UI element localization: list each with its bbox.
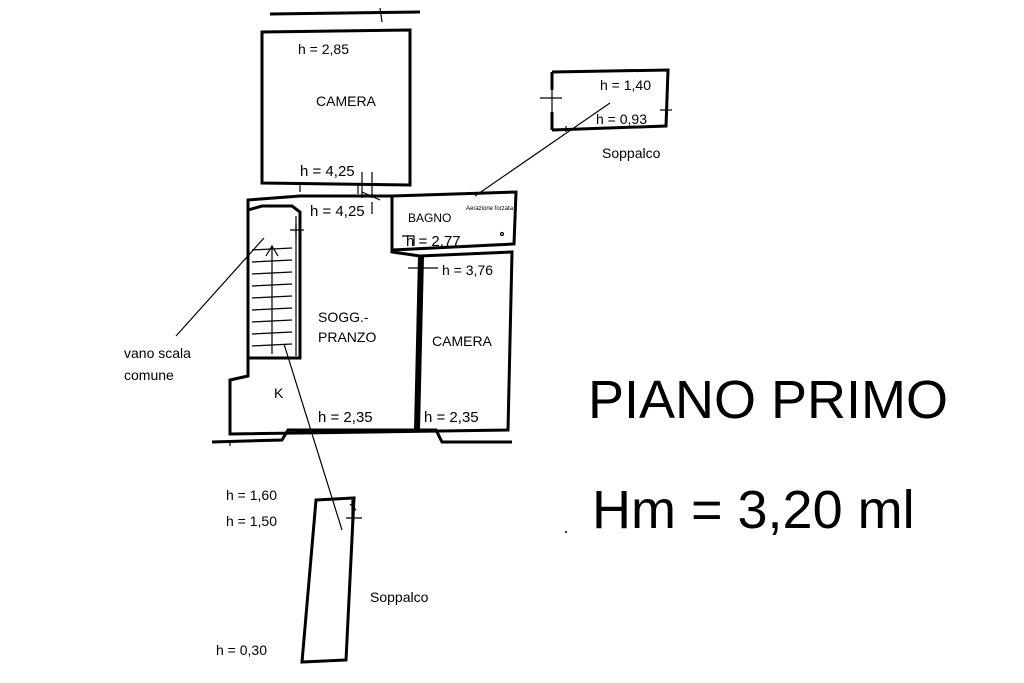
- height-4-25-a: h = 4,25: [300, 163, 355, 180]
- height-1-50: h = 1,50: [226, 513, 277, 529]
- label-soggiorno-1: SOGG.-: [318, 309, 369, 325]
- label-soppalco-bottom: Soppalco: [370, 589, 429, 605]
- label-soppalco-top: Soppalco: [602, 145, 661, 161]
- label-camera-top: CAMERA: [316, 93, 377, 109]
- label-aerazione: Aerazione forzata: [466, 206, 514, 212]
- label-soggiorno-2: PRANZO: [318, 329, 376, 345]
- plan-title: PIANO PRIMO: [588, 370, 948, 430]
- label-vano-scala-1: vano scala: [124, 345, 191, 361]
- soppalco-bottom-outline: [300, 496, 362, 664]
- height-2-35-b: h = 2,35: [424, 409, 479, 426]
- label-bagno: BAGNO: [408, 211, 451, 225]
- height-2-85: h = 2,85: [298, 41, 349, 57]
- height-1-40: h = 1,40: [600, 77, 651, 93]
- height-2-35-a: h = 2,35: [318, 409, 373, 426]
- mean-height: Hm = 3,20 ml: [592, 480, 915, 540]
- main-block: [211, 194, 514, 446]
- soppalco-top-outline: [540, 68, 672, 132]
- label-camera-right: CAMERA: [432, 333, 493, 349]
- stair-treads: [251, 244, 293, 354]
- height-0-30: h = 0,30: [216, 642, 267, 658]
- room-camera-top: [260, 28, 412, 194]
- height-0-93: h = 0,93: [596, 111, 647, 127]
- leader-line-soppalco: [474, 102, 611, 197]
- leader-line-soppalco-bottom: [283, 343, 343, 531]
- height-3-76: h = 3,76: [442, 262, 493, 278]
- height-4-25-b: h = 4,25: [310, 203, 365, 220]
- label-vano-scala-2: comune: [124, 367, 174, 383]
- leader-line-vano-scala: [175, 237, 265, 337]
- speck: [565, 531, 567, 533]
- height-2-77: h = 2,77: [406, 233, 461, 250]
- height-1-60: h = 1,60: [226, 487, 277, 503]
- label-cucina: K: [274, 385, 284, 401]
- top-wall-fragment: [269, 7, 421, 23]
